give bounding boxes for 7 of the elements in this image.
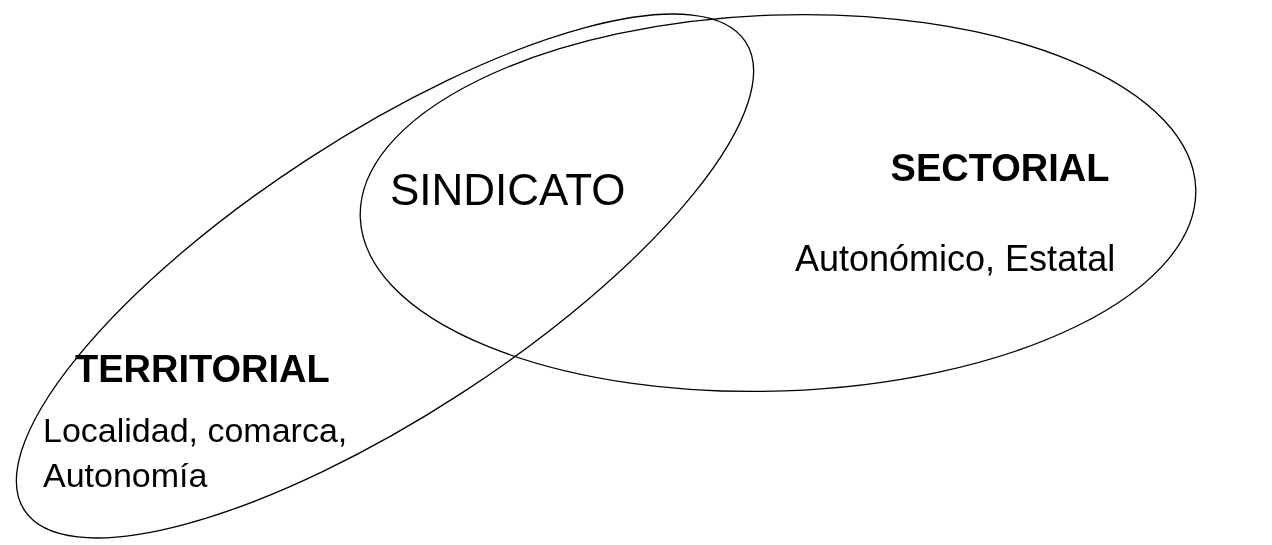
body-text: Autonómico, Estatal	[795, 237, 1117, 281]
ellipse	[359, 14, 1197, 392]
heading-text: TERRITORIAL	[75, 347, 331, 392]
body-text: Localidad, comarca, Autonomía	[43, 410, 349, 496]
heading-text: SECTORIAL	[889, 146, 1111, 191]
ellipse	[16, 13, 754, 539]
center-label: SINDICATO	[390, 164, 626, 216]
